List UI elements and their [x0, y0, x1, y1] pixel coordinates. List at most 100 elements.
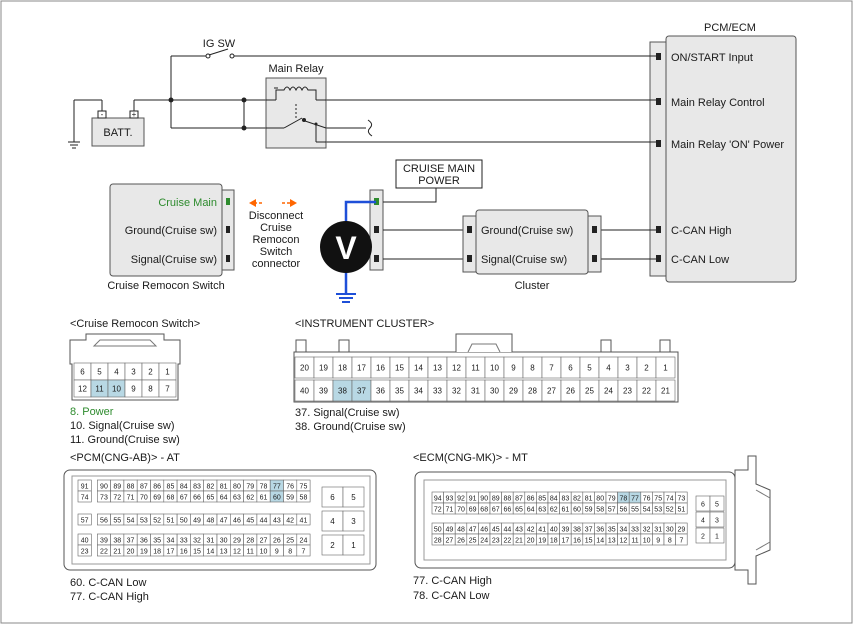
pcm-pin-label: 71 [127, 495, 135, 502]
ecm-pin-label: 92 [457, 496, 465, 503]
pcm-pin-label: 15 [193, 549, 201, 556]
ecm-pin-label: 13 [608, 538, 616, 545]
pcm-ecm-title: PCM/ECM [704, 22, 756, 34]
pcm-pin-label: 72 [113, 495, 121, 502]
wire-break-symbol [367, 119, 373, 137]
remocon-pin-label: 4 [114, 368, 119, 377]
pcm-pin-label: 75 [300, 484, 308, 491]
remocon-pin-label: 5 [97, 368, 102, 377]
pcm-pin-cell [296, 513, 311, 526]
power-callout-leader [383, 188, 437, 203]
pcm-pin-label: 52 [153, 518, 161, 525]
ecm-pin-cell [675, 533, 688, 546]
ecm-pin-label: 42 [527, 527, 535, 534]
pcm-pin-cell [342, 486, 365, 508]
ecm-pin-label: 4 [701, 518, 705, 525]
ecm-pin-label: 38 [573, 527, 581, 534]
pcm-pin-ccan-low: C-CAN Low [671, 254, 729, 266]
cluster-pin-label: 22 [642, 387, 651, 396]
pcm-pin-label: 60 [273, 495, 281, 502]
ecm-pin-label: 89 [492, 496, 500, 503]
pcm-pin-label: 29 [233, 538, 241, 545]
pcm-ecm-connector [649, 41, 667, 277]
ecm-pin-label: 50 [434, 527, 442, 534]
ig-sw-label: IG SW [203, 38, 236, 50]
pcm-pin-label: 13 [220, 549, 228, 556]
pcm-pin-label: 64 [220, 495, 228, 502]
pcm-pin-label: 73 [100, 495, 108, 502]
pcm-pin-label: 2 [330, 541, 335, 550]
ecm-pin-label: 63 [538, 507, 546, 514]
ecm-pin-label: 7 [679, 538, 683, 545]
ecm-pin-label: 12 [620, 538, 628, 545]
voltmeter [320, 221, 372, 273]
ecm-pin-label: 2 [701, 534, 705, 541]
pcm-pin-label: 28 [246, 538, 254, 545]
pcm-pin-label: 45 [246, 518, 254, 525]
ecm-pin-cell [675, 502, 688, 515]
cluster-title: Cluster [515, 280, 550, 292]
pcm-pin-label: 24 [300, 538, 308, 545]
pcm-pin-label: 10 [260, 549, 268, 556]
pcm-pin-label: 32 [193, 538, 201, 545]
pcm-pin-label: 25 [286, 538, 294, 545]
ecm-pin-label: 85 [538, 496, 546, 503]
ecm-pin-label: 77 [631, 496, 639, 503]
ecm-pin-label: 91 [469, 496, 477, 503]
cluster-pin-label: 32 [452, 387, 461, 396]
cluster-pin-label: 9 [511, 364, 516, 373]
pcm-pin-label: 53 [140, 518, 148, 525]
cluster-pin-label: 16 [376, 364, 385, 373]
pcm-pin-label: 77 [273, 484, 281, 491]
ecm-pin-label: 9 [656, 538, 660, 545]
ecm-pin-label: 39 [562, 527, 570, 534]
pcm-pin-label: 65 [206, 495, 214, 502]
ecm-pin-label: 68 [480, 507, 488, 514]
cluster-pin-label: 5 [587, 364, 592, 373]
disconnect-line-5: connector [252, 258, 301, 270]
pcm-pin-relay-on-power: Main Relay 'ON' Power [671, 139, 784, 151]
ecm-pin-label: 47 [469, 527, 477, 534]
pcm-pin-label: 35 [153, 538, 161, 545]
ecm-pin-label: 22 [504, 538, 512, 545]
pcm-pin-label: 54 [127, 518, 135, 525]
pcm-pin-label: 70 [140, 495, 148, 502]
ecm-pin-label: 58 [596, 507, 604, 514]
pcm-pin-label: 83 [193, 484, 201, 491]
cluster-pin-label: 4 [606, 364, 611, 373]
cluster-pin-label: 19 [319, 364, 328, 373]
ecm-pin-label: 3 [715, 518, 719, 525]
pcm-pin-label: 46 [233, 518, 241, 525]
pcm-pin-label: 61 [260, 495, 268, 502]
pcm-pin-label: 38 [113, 538, 121, 545]
disconnect-line-2: Cruise [260, 222, 292, 234]
ecm-pin-label: 1 [715, 534, 719, 541]
pcm-pin-label: 79 [246, 484, 254, 491]
ecm-pin-label: 61 [562, 507, 570, 514]
ecm-pin-label: 40 [550, 527, 558, 534]
pcm-pin-label: 43 [273, 518, 281, 525]
cluster-pin-label: 18 [338, 364, 347, 373]
ecm-pin-label: 51 [678, 507, 686, 514]
ecm-pin-label: 73 [678, 496, 686, 503]
pcm-pin-label: 89 [113, 484, 121, 491]
remocon-pin-label: 8 [148, 385, 153, 394]
pcm-pin-label: 84 [180, 484, 188, 491]
cluster-pin-label: 7 [549, 364, 554, 373]
pcm-pin-label: 22 [100, 549, 108, 556]
cluster-pin-label: 17 [357, 364, 366, 373]
ecm-pin-label: 33 [631, 527, 639, 534]
cluster-wiring [383, 229, 656, 260]
cluster-pin-label: 28 [528, 387, 537, 396]
cluster-pin-label: 2 [644, 364, 649, 373]
battery-label: BATT. [103, 127, 132, 139]
cluster-pin-signal: Signal(Cruise sw) [481, 254, 567, 266]
ecm-pin-label: 45 [492, 527, 500, 534]
pcm-pin-cell [296, 544, 311, 557]
pcm-pin-label: 81 [220, 484, 228, 491]
remocon-pin-label: 2 [148, 368, 153, 377]
pcm-pin-label: 85 [167, 484, 175, 491]
cluster-pin-label: 33 [433, 387, 442, 396]
